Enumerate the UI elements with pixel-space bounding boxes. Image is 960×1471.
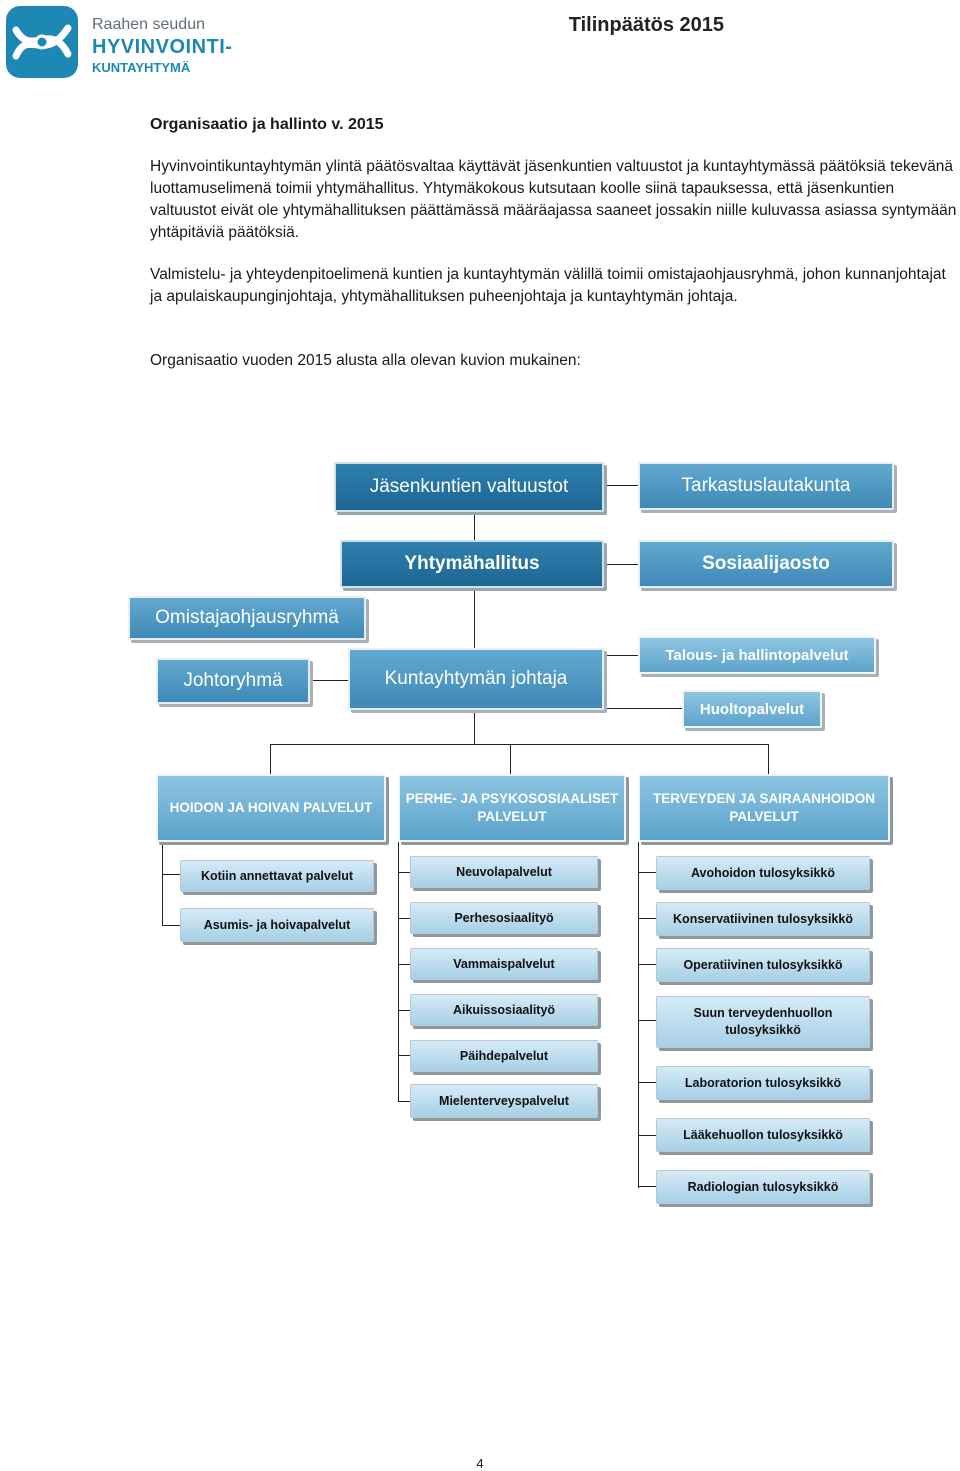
connector xyxy=(270,744,768,745)
box-unit: Neuvolapalvelut xyxy=(410,856,598,888)
box-omistajaohjausryhma: Omistajaohjausryhmä xyxy=(128,596,366,640)
paragraph-3: Organisaatio vuoden 2015 alusta alla ole… xyxy=(150,352,581,369)
box-kuntayhtyman-johtaja: Kuntayhtymän johtaja xyxy=(348,648,604,710)
logo: Raahen seudun HYVINVOINTI- KUNTAYHTYMÄ xyxy=(6,6,246,78)
box-unit: Kotiin annettavat palvelut xyxy=(180,860,374,892)
paragraph-2: Valmistelu- ja yhteydenpitoelimenä kunti… xyxy=(150,266,946,305)
connector xyxy=(638,918,656,919)
connector xyxy=(638,872,656,873)
box-huoltopalvelut: Huoltopalvelut xyxy=(682,690,822,728)
paragraph-1: Hyvinvointikuntayhtymän ylintä päätösval… xyxy=(150,158,957,241)
box-jasenkuntien-valtuustot: Jäsenkuntien valtuustot xyxy=(334,462,604,512)
connector xyxy=(638,1082,656,1083)
box-section-terveyden-ja-sairaanhoidon: TERVEYDEN JA SAIRAANHOIDON PALVELUT xyxy=(638,774,890,842)
document-title: Tilinpäätös 2015 xyxy=(568,14,724,36)
box-unit: Konservatiivinen tulosyksikkö xyxy=(656,902,870,936)
connector xyxy=(510,744,511,774)
connector xyxy=(398,842,399,1102)
box-unit: Mielenterveyspalvelut xyxy=(410,1084,598,1118)
connector xyxy=(638,1135,656,1136)
box-unit: Asumis- ja hoivapalvelut xyxy=(180,908,374,942)
connector xyxy=(162,842,163,926)
connector xyxy=(638,1020,656,1021)
box-unit: Laboratorion tulosyksikkö xyxy=(656,1066,870,1100)
box-yhtymahallitus: Yhtymähallitus xyxy=(340,540,604,588)
logo-line-1: Raahen seudun xyxy=(92,16,205,33)
connector xyxy=(474,588,475,648)
org-chart: Jäsenkuntien valtuustot Tarkastuslautaku… xyxy=(0,440,960,1220)
box-johtoryhma: Johtoryhmä xyxy=(156,658,310,704)
connector xyxy=(398,1010,410,1011)
box-unit: Aikuissosiaalityö xyxy=(410,994,598,1026)
connector xyxy=(604,564,638,565)
box-unit: Operatiivinen tulosyksikkö xyxy=(656,948,870,982)
box-unit: Vammaispalvelut xyxy=(410,948,598,980)
box-talous-ja-hallintopalvelut: Talous- ja hallintopalvelut xyxy=(638,636,876,674)
box-section-perhe-ja-psykososiaaliset: PERHE- JA PSYKOSOSIAALISET PALVELUT xyxy=(398,774,626,842)
connector xyxy=(474,710,475,744)
connector xyxy=(162,925,180,926)
connector xyxy=(604,655,605,708)
box-unit: Päihdepalvelut xyxy=(410,1040,598,1072)
connector xyxy=(768,744,769,774)
connector xyxy=(398,1101,410,1102)
logo-knot-icon xyxy=(6,6,78,78)
connector xyxy=(398,964,410,965)
page-number: 4 xyxy=(476,1456,484,1471)
section-heading: Organisaatio ja hallinto v. 2015 xyxy=(150,116,384,133)
connector xyxy=(310,680,348,681)
connector xyxy=(162,874,180,875)
connector xyxy=(638,842,639,1188)
connector xyxy=(398,1055,410,1056)
connector xyxy=(638,964,656,965)
connector xyxy=(270,744,271,774)
box-unit: Avohoidon tulosyksikkö xyxy=(656,856,870,890)
box-unit: Perhesosiaalityö xyxy=(410,902,598,934)
box-tarkastuslautakunta: Tarkastuslautakunta xyxy=(638,462,894,510)
connector xyxy=(604,655,638,656)
box-unit: Radiologian tulosyksikkö xyxy=(656,1170,870,1204)
box-sosiaalijaosto: Sosiaalijaosto xyxy=(638,540,894,588)
connector xyxy=(398,918,410,919)
box-unit: Lääkehuollon tulosyksikkö xyxy=(656,1118,870,1152)
connector xyxy=(474,514,475,540)
connector xyxy=(604,485,638,486)
box-unit: Suun terveydenhuollon tulosyksikkö xyxy=(656,996,870,1048)
connector xyxy=(604,708,682,709)
logo-line-2: HYVINVOINTI- xyxy=(92,36,233,58)
logo-line-3: KUNTAYHTYMÄ xyxy=(92,60,191,75)
connector xyxy=(638,1186,656,1187)
connector xyxy=(398,872,410,873)
box-section-hoidon-ja-hoivan: HOIDON JA HOIVAN PALVELUT xyxy=(156,774,386,842)
